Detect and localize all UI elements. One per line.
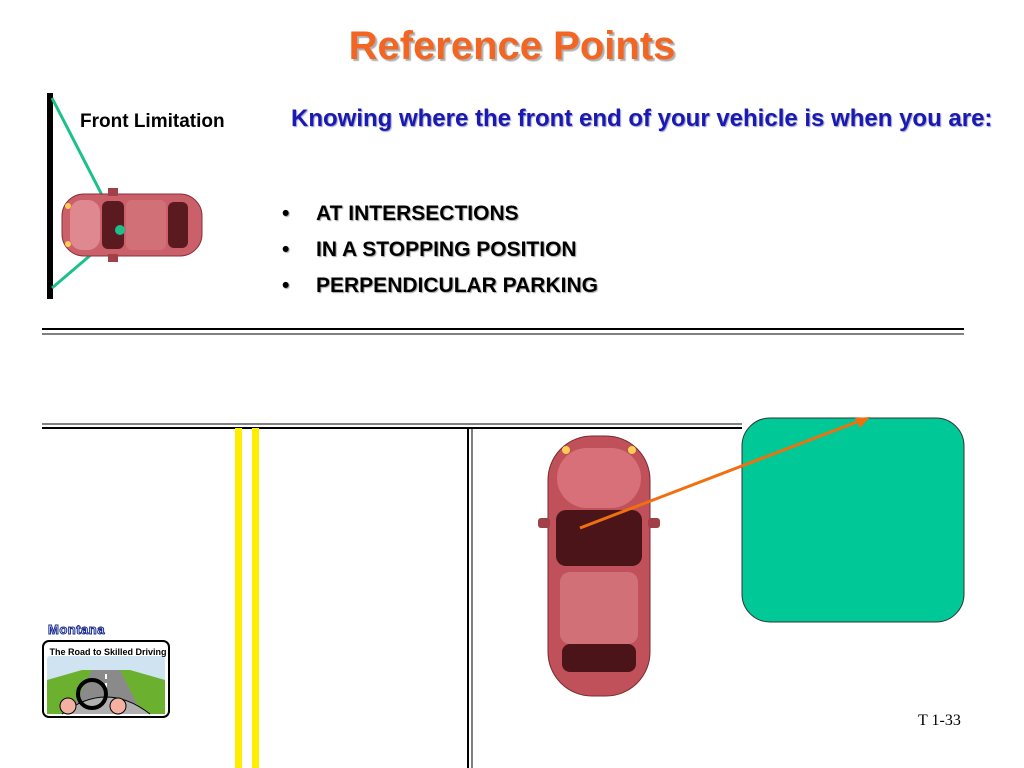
logo-caption: The Road to Skilled Driving bbox=[49, 647, 167, 657]
bullet-item: •AT INTERSECTIONS bbox=[282, 202, 519, 225]
slide-title: Reference Points bbox=[348, 24, 676, 68]
bullet-item: •IN A STOPPING POSITION bbox=[282, 238, 577, 261]
bullet-text: PERPENDICULAR PARKING bbox=[316, 274, 598, 297]
car-top-view-icon bbox=[538, 435, 660, 697]
limitation-bar bbox=[47, 93, 53, 299]
bullet-text: IN A STOPPING POSITION bbox=[316, 238, 577, 261]
arrow-head-icon bbox=[855, 417, 870, 428]
bullet-text: AT INTERSECTIONS bbox=[316, 202, 519, 225]
intro-text: Knowing where the front end of your vehi… bbox=[291, 105, 993, 132]
slide-number: T 1-33 bbox=[918, 712, 961, 729]
yellow-center-line bbox=[252, 428, 259, 768]
front-limitation-diagram bbox=[47, 93, 203, 299]
steering-wheel-icon bbox=[76, 678, 108, 710]
reference-zone bbox=[741, 417, 965, 623]
driver-eye-point bbox=[115, 225, 125, 235]
driving-logo bbox=[42, 640, 170, 718]
yellow-center-line bbox=[235, 428, 242, 768]
reference-arrow bbox=[579, 418, 863, 530]
bullet-list: •AT INTERSECTIONS •IN A STOPPING POSITIO… bbox=[282, 196, 598, 304]
road-scene bbox=[42, 328, 965, 768]
front-limitation-label: Front Limitation bbox=[80, 111, 225, 132]
logo-state-name: Montana bbox=[48, 622, 105, 638]
bullet-item: •PERPENDICULAR PARKING bbox=[282, 274, 598, 297]
small-car-icon bbox=[61, 188, 203, 262]
